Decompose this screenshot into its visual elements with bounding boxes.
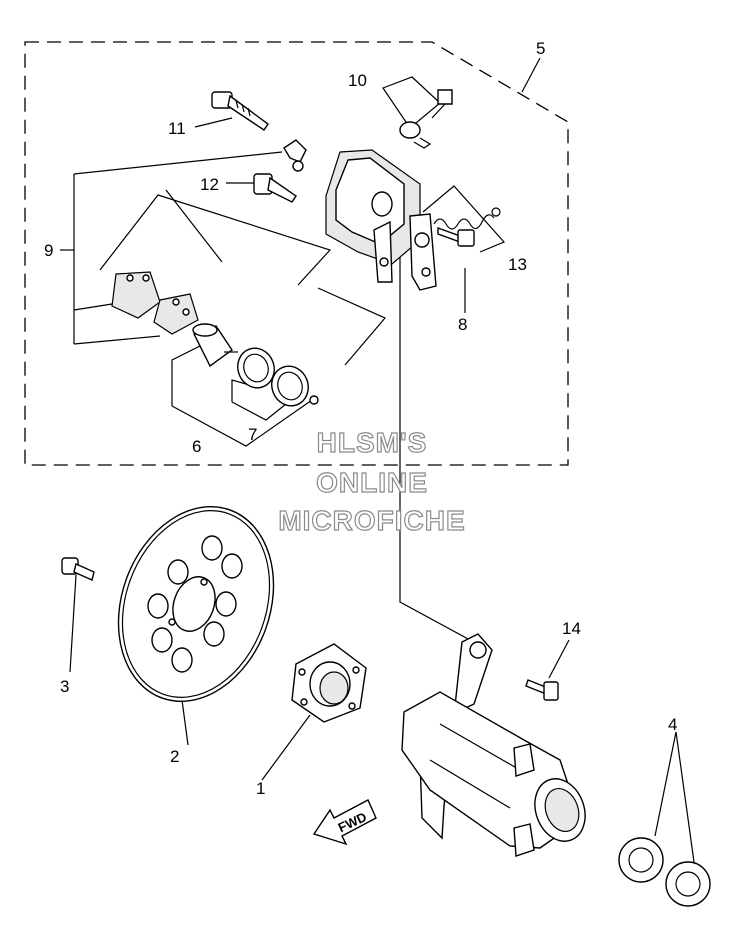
brake-pad-inner: [153, 293, 199, 335]
piston-seal: [237, 347, 275, 389]
callout-3: 3: [60, 677, 69, 696]
callout-6: 6: [192, 437, 201, 456]
caliper-assembly-boundary: [24, 41, 569, 466]
lock-nut-4b: [665, 861, 711, 907]
callout-9: 9: [44, 241, 53, 260]
callout-2: 2: [170, 747, 179, 766]
callout-5: 5: [536, 39, 545, 58]
callout-8: 8: [458, 315, 467, 334]
pin-bolt-11: [211, 91, 269, 131]
leader-lines: [60, 57, 695, 863]
callout-4: 4: [668, 715, 677, 734]
axle-housing: [401, 633, 586, 857]
fwd-arrow: FWD: [312, 799, 377, 846]
brake-disc-2: [117, 505, 275, 703]
watermark-line-1: HLSM'S: [317, 427, 428, 458]
callout-7: 7: [248, 425, 257, 444]
hub-1: [291, 643, 367, 723]
callout-12: 12: [200, 175, 219, 194]
callout-11: 11: [168, 119, 186, 138]
pin-12: [253, 173, 297, 203]
brake-pad-outer: [111, 271, 161, 319]
retainer-clip: [283, 139, 307, 163]
callout-1: 1: [256, 779, 265, 798]
callout-10: 10: [348, 71, 367, 90]
bolt-3: [61, 557, 95, 581]
piston: [192, 323, 238, 368]
bleed-screw-10: [399, 89, 453, 149]
caliper-body: [325, 149, 437, 291]
callout-13: 13: [508, 255, 527, 274]
bolt-14: [525, 679, 559, 701]
lock-nut-4a: [618, 837, 664, 883]
watermark-line-3: MICROFICHE: [278, 505, 465, 536]
dust-seal: [271, 365, 309, 407]
bolt-8: [437, 227, 475, 247]
small-o-ring: [309, 395, 319, 405]
spring-13: [433, 207, 501, 230]
watermark-line-2: ONLINE: [316, 467, 428, 498]
callout-14: 14: [562, 619, 581, 638]
